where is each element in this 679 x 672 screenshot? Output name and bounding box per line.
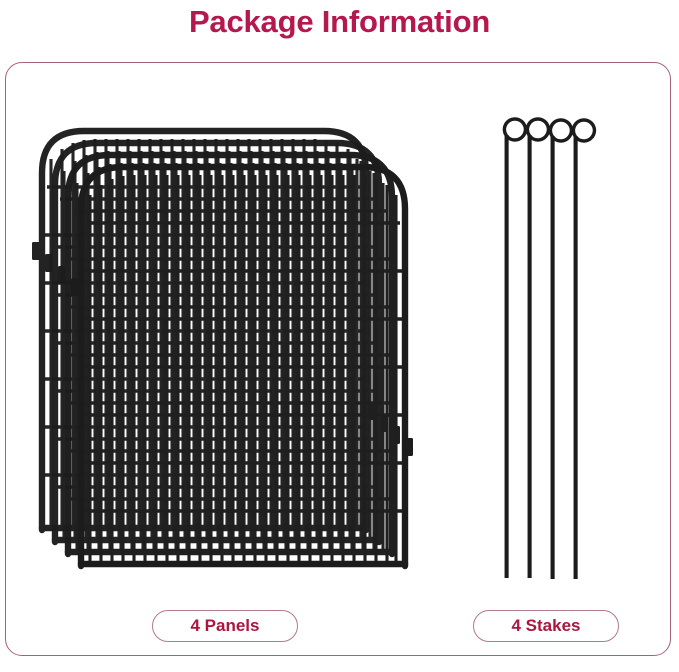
- page-title: Package Information: [188, 4, 491, 39]
- badge-stakes: 4 Stakes: [473, 610, 619, 642]
- badge-panels: 4 Panels: [152, 610, 298, 642]
- package-information-card: [5, 62, 671, 656]
